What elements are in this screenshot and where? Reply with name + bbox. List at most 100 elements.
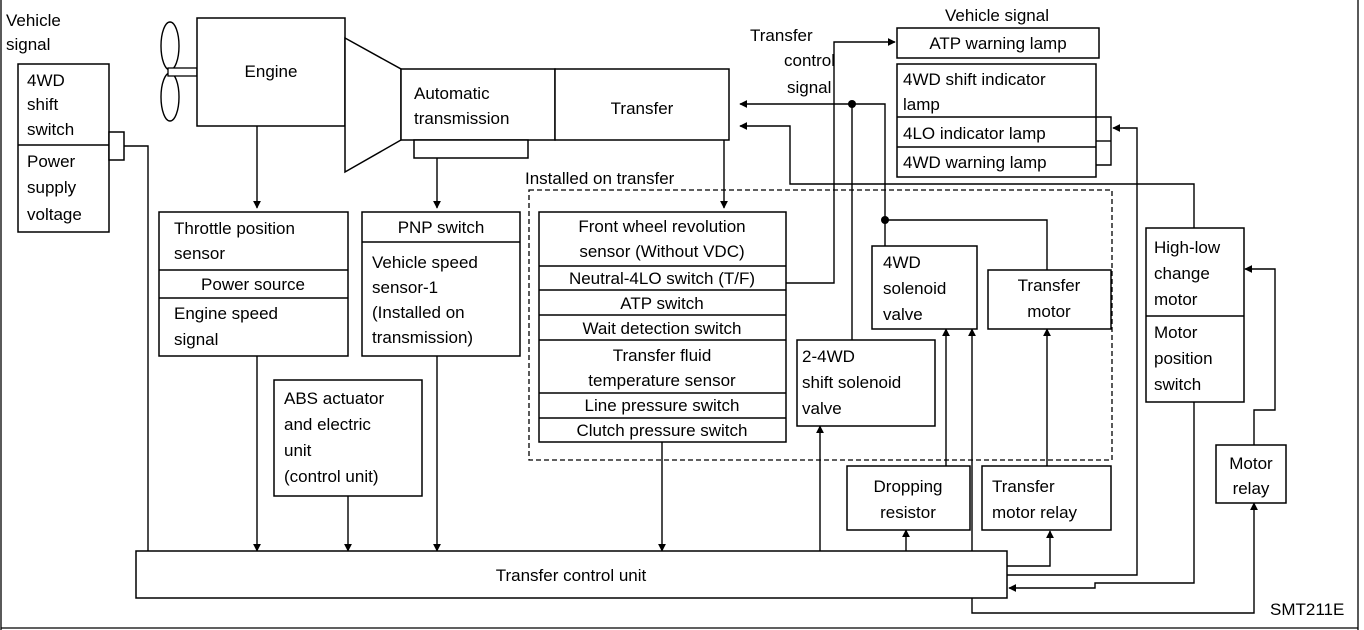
- dropping-resistor-box: [846, 465, 971, 531]
- vehicle-signal-left-label: Vehicle signal: [6, 11, 61, 54]
- vehicle-speed-line: (Installed on: [372, 303, 465, 322]
- transfer-control-unit-label: Transfer control unit: [496, 566, 647, 585]
- motor-relay-line: Motor: [1229, 454, 1273, 473]
- front-wheel-sensor-label: Front wheel revolution: [578, 217, 745, 236]
- transfer-motor-relay-box: [981, 465, 1112, 531]
- installed-on-transfer-label: Installed on transfer: [525, 169, 675, 188]
- transfer-control-signal-line: control: [784, 51, 835, 70]
- transfer-motor-box: [987, 269, 1112, 330]
- high-low-line: High-low: [1154, 238, 1221, 257]
- transfer-sensors-group: [538, 211, 787, 443]
- throttle-line: sensor: [174, 244, 225, 263]
- 4wd-solenoid-line: solenoid: [883, 279, 946, 298]
- high-low-line: motor: [1154, 290, 1198, 309]
- transfer-control-unit-box: [135, 550, 1008, 599]
- automatic-transmission-label: transmission: [414, 109, 509, 128]
- abs-actuator-label: ABS actuator and electric unit (control …: [284, 389, 385, 486]
- wait-detection-switch-label: Wait detection switch: [582, 319, 741, 338]
- transfer-motor-relay-line: motor relay: [992, 503, 1078, 522]
- transfer-motor-relay-label: Transfer motor relay: [992, 477, 1078, 522]
- power-supply-line: Power: [27, 152, 76, 171]
- throttle-line: Throttle position: [174, 219, 295, 238]
- transfer-motor-relay-line: Transfer: [992, 477, 1055, 496]
- vehicle-speed-line: Vehicle speed: [372, 253, 478, 272]
- throttle-position-sensor-label: Throttle position sensor: [174, 219, 295, 263]
- engine-speed-signal-label: Engine speed signal: [174, 304, 278, 349]
- connection-lines: [124, 38, 1276, 614]
- neutral-4lo-switch-label: Neutral-4LO switch (T/F): [569, 269, 755, 288]
- atp-switch-label: ATP switch: [620, 294, 703, 313]
- pnp-switch-label: PNP switch: [398, 218, 485, 237]
- vehicle-signal-left-line: signal: [6, 35, 50, 54]
- power-supply-voltage-label: Power supply voltage: [27, 152, 82, 224]
- engine-speed-line: signal: [174, 330, 218, 349]
- 2-4wd-solenoid-line: shift solenoid: [802, 373, 901, 392]
- vehicle-signal-left-line: Vehicle: [6, 11, 61, 30]
- atp-warning-lamp-label: ATP warning lamp: [929, 34, 1066, 53]
- torque-converter-shape: [344, 36, 402, 174]
- transfer-motor-line: Transfer: [1018, 276, 1081, 295]
- 4wd-solenoid-line: 4WD: [883, 253, 921, 272]
- vehicle-speed-line: sensor-1: [372, 278, 438, 297]
- high-low-change-motor-group: [1145, 227, 1245, 403]
- 4wd-warning-lamp-label: 4WD warning lamp: [903, 153, 1047, 172]
- abs-line: and electric: [284, 415, 371, 434]
- motor-relay-box: [1215, 444, 1287, 504]
- fluid-temperature-sensor-label: Transfer fluid: [613, 346, 712, 365]
- transfer-motor-label: Transfer motor: [1018, 276, 1081, 321]
- fluid-temperature-sensor-label: temperature sensor: [588, 371, 736, 390]
- engine-label: Engine: [245, 62, 298, 81]
- oil-pan-shape: [413, 139, 529, 159]
- position-switch-line: position: [1154, 349, 1213, 368]
- installed-on-transfer-region: [528, 189, 1113, 461]
- cooling-fan-icon: [160, 21, 198, 122]
- power-source-label: Power source: [201, 275, 305, 294]
- high-low-change-motor-label: High-low change motor: [1154, 238, 1221, 309]
- motor-relay-line: relay: [1233, 479, 1270, 498]
- front-wheel-sensor-label: sensor (Without VDC): [579, 242, 744, 261]
- indicator-lamp-labels: 4WD shift indicator lamp 4LO indicator l…: [903, 70, 1047, 172]
- transfer-motor-line: motor: [1027, 302, 1071, 321]
- switch-connector: [108, 131, 125, 161]
- 4wd-shift-switch-line: switch: [27, 120, 74, 139]
- 4wd-shift-switch-line: 4WD: [27, 71, 65, 90]
- abs-actuator-unit-box: [273, 379, 423, 497]
- abs-line: ABS actuator: [284, 389, 385, 408]
- indicator-lamps-group: [896, 63, 1097, 178]
- position-switch-line: Motor: [1154, 323, 1198, 342]
- automatic-transmission-label: Automatic: [414, 84, 490, 103]
- power-supply-line: voltage: [27, 205, 82, 224]
- 4wd-shift-indicator-lamp-label: 4WD shift indicator: [903, 70, 1046, 89]
- 4wd-switch-group: [17, 63, 110, 233]
- 4wd-solenoid-valve-box: [871, 245, 978, 330]
- 4wd-shift-switch-line: shift: [27, 95, 58, 114]
- motor-relay-label: Motor relay: [1229, 454, 1273, 498]
- figure-code: SMT211E: [1270, 600, 1344, 619]
- 4lo-indicator-lamp-label: 4LO indicator lamp: [903, 124, 1046, 143]
- 2-4wd-shift-solenoid-label: 2-4WD shift solenoid valve: [802, 347, 901, 418]
- vehicle-speed-line: transmission): [372, 328, 473, 347]
- dropping-resistor-line: resistor: [880, 503, 936, 522]
- 2-4wd-solenoid-line: valve: [802, 399, 842, 418]
- line-pressure-switch-label: Line pressure switch: [585, 396, 740, 415]
- 4wd-shift-switch-label: 4WD shift switch: [27, 71, 74, 139]
- engine-box: [196, 17, 346, 127]
- vehicle-signal-right-label: Vehicle signal: [945, 6, 1049, 25]
- abs-line: (control unit): [284, 467, 378, 486]
- vehicle-speed-sensor-label: Vehicle speed sensor-1 (Installed on tra…: [372, 253, 478, 347]
- 4wd-shift-indicator-lamp-label: lamp: [903, 95, 940, 114]
- pnp-switch-group: [361, 211, 521, 357]
- motor-position-switch-label: Motor position switch: [1154, 323, 1213, 394]
- throttle-position-group: [158, 211, 349, 357]
- 2-4wd-solenoid-line: 2-4WD: [802, 347, 855, 366]
- high-low-line: change: [1154, 264, 1210, 283]
- dropping-resistor-line: Dropping: [874, 477, 943, 496]
- automatic-transmission-box: [400, 68, 556, 141]
- transfer-control-signal-label: Transfer control signal: [750, 26, 835, 97]
- transfer-box: [554, 68, 730, 141]
- abs-line: unit: [284, 441, 312, 460]
- transfer-control-signal-line: signal: [787, 78, 831, 97]
- power-supply-line: supply: [27, 178, 77, 197]
